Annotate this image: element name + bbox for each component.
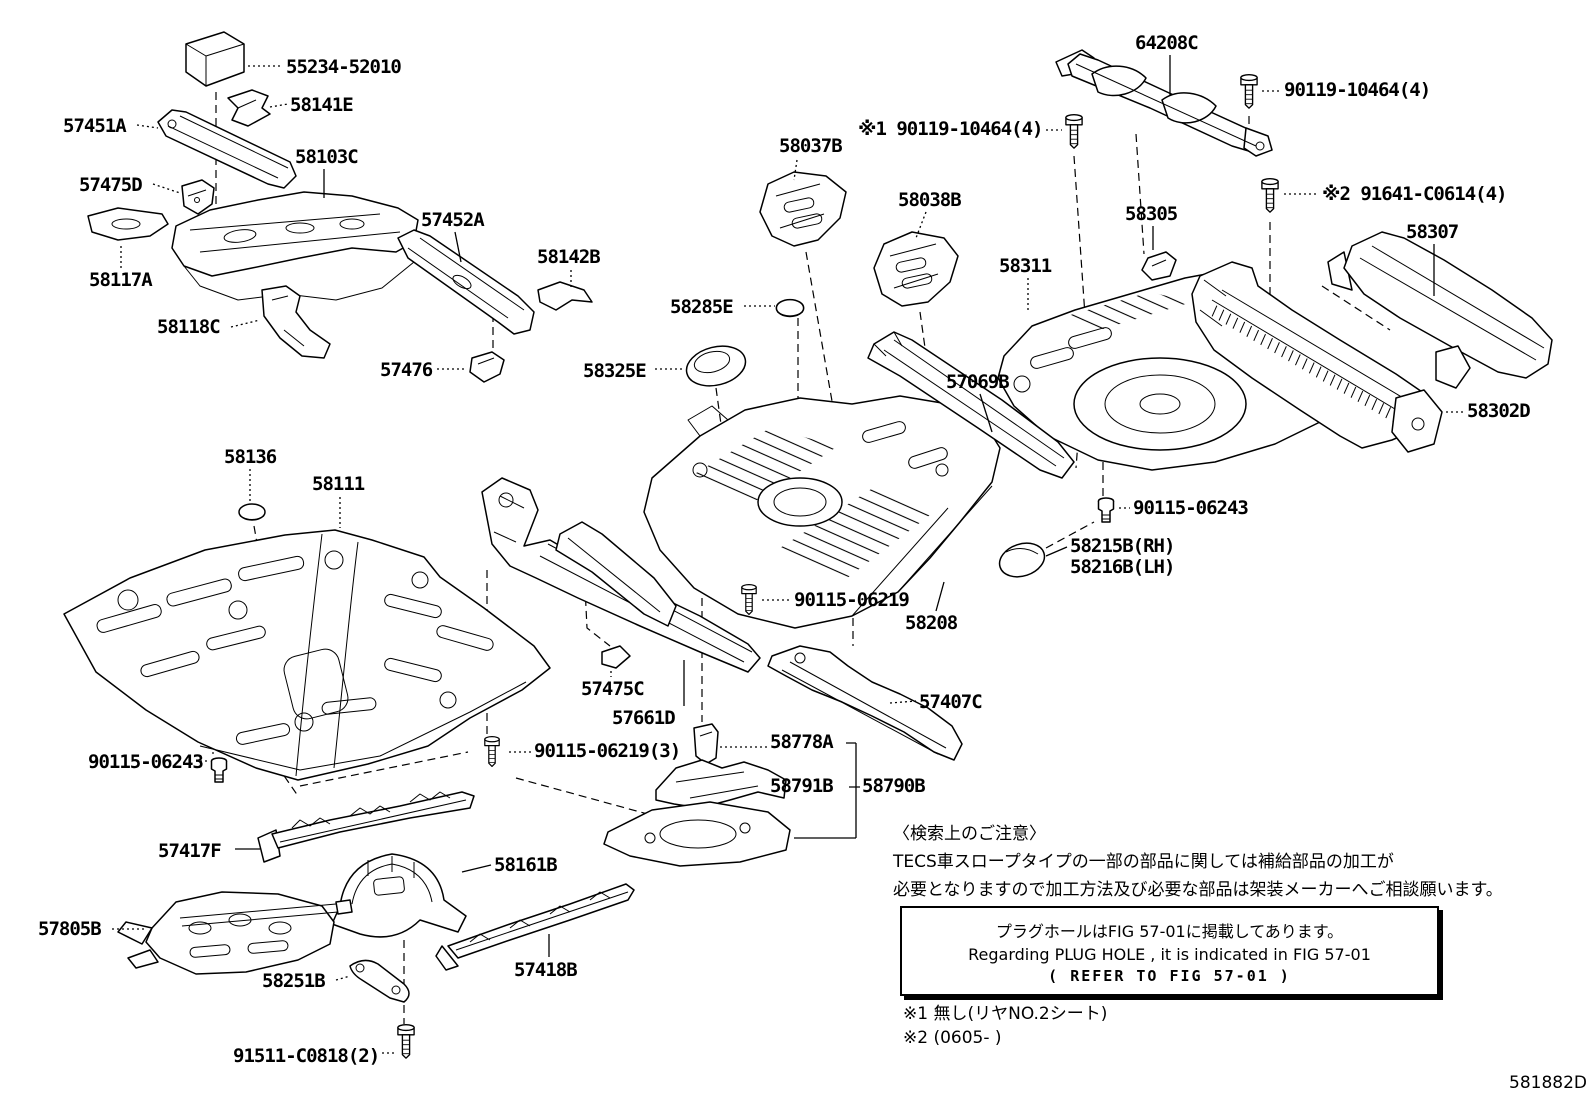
part-label-90119-10464-front[interactable]: ※1 90119-10464(4) xyxy=(858,118,1043,140)
part-58111-shape xyxy=(63,529,551,781)
part-label-57475D[interactable]: 57475D xyxy=(79,174,143,196)
part-58117A-shape xyxy=(87,207,169,241)
part-label-58778A[interactable]: 58778A xyxy=(770,731,834,753)
part-label-90115-06243-left[interactable]: 90115-06243 xyxy=(88,751,204,773)
part-label-57451A[interactable]: 57451A xyxy=(63,115,127,137)
part-58118C-shape xyxy=(261,285,331,359)
bolt-91511-C0818-icon xyxy=(397,1024,415,1059)
part-58141E-shape xyxy=(227,89,271,127)
part-label-58790B[interactable]: 58790B xyxy=(862,775,926,797)
part-58285E-shape xyxy=(775,298,805,318)
part-64208C-shape xyxy=(1055,49,1273,157)
part-58038B-shape xyxy=(873,231,959,307)
part-58791B-shape xyxy=(655,759,787,809)
part-57476-shape xyxy=(469,351,505,383)
part-label-57069B[interactable]: 57069B xyxy=(946,371,1010,393)
part-57475C-shape xyxy=(601,645,631,669)
clip-90115-06243-right-icon xyxy=(1097,497,1115,523)
part-label-57476[interactable]: 57476 xyxy=(380,359,433,381)
footnote-1: ※1 無し(リヤNO.2シート) xyxy=(903,1004,1108,1024)
leader-lines xyxy=(112,55,1464,1054)
part-label-58251B[interactable]: 58251B xyxy=(262,970,326,992)
plug-hole-note-jp: プラグホールはFIG 57-01に掲載してあります。 xyxy=(995,921,1344,941)
part-label-58142B[interactable]: 58142B xyxy=(537,246,601,268)
part-55234-52010-shape xyxy=(185,31,245,87)
part-57451A-shape xyxy=(157,109,297,189)
note-search-caution-line2: 必要となりますので加工方法及び必要な部品は架装メーカーへご相談願います。 xyxy=(893,880,1503,900)
part-label-57452A[interactable]: 57452A xyxy=(421,209,485,231)
part-label-64208C[interactable]: 64208C xyxy=(1135,32,1199,54)
part-label-58161B[interactable]: 58161B xyxy=(494,854,558,876)
bolt-90119-10464-rear-icon xyxy=(1240,74,1258,109)
part-label-58325E[interactable]: 58325E xyxy=(583,360,647,382)
part-57475D-shape xyxy=(181,179,215,215)
part-58302D-shape xyxy=(1191,261,1443,453)
part-58208-shape xyxy=(643,395,1001,629)
footnote-2: ※2 (0605- ) xyxy=(903,1028,1002,1048)
part-label-58117A[interactable]: 58117A xyxy=(89,269,153,291)
bolt-90119-10464-front-icon xyxy=(1065,114,1083,149)
figure-code: 581882D xyxy=(1509,1073,1587,1093)
part-58136-shape xyxy=(238,503,266,521)
part-label-58307[interactable]: 58307 xyxy=(1406,221,1459,243)
plug-hole-note-ref: ( REFER TO FIG 57-01 ) xyxy=(1048,966,1291,985)
part-57417F-shape xyxy=(257,791,475,863)
part-label-58111[interactable]: 58111 xyxy=(312,473,365,495)
part-label-58037B[interactable]: 58037B xyxy=(779,135,843,157)
part-label-57407C[interactable]: 57407C xyxy=(919,691,983,713)
part-label-58141E[interactable]: 58141E xyxy=(290,94,354,116)
part-57418B-shape xyxy=(435,883,635,971)
part-58037B-shape xyxy=(759,171,847,247)
part-label-58208[interactable]: 58208 xyxy=(905,612,958,634)
part-label-57417F[interactable]: 57417F xyxy=(158,840,222,862)
part-58325E-shape xyxy=(685,345,747,387)
part-58307-shape xyxy=(1327,231,1553,389)
part-57452A-shape xyxy=(397,229,535,335)
bolt-91641-C0614-icon xyxy=(1261,178,1279,213)
part-label-58216B-lh[interactable]: 58216B(LH) xyxy=(1070,556,1175,578)
part-label-91511-C0818[interactable]: 91511-C0818(2) xyxy=(233,1045,380,1067)
part-58161B-shape xyxy=(331,853,467,938)
part-57407C-shape xyxy=(767,645,963,761)
bolt-90115-06219-3-icon xyxy=(484,736,500,768)
part-label-57805B[interactable]: 57805B xyxy=(38,918,102,940)
part-label-90119-10464-rear[interactable]: 90119-10464(4) xyxy=(1284,79,1431,101)
part-label-58311[interactable]: 58311 xyxy=(999,255,1052,277)
part-label-58791B[interactable]: 58791B xyxy=(770,775,834,797)
part-58251B-shape xyxy=(349,959,410,1003)
part-58790B-shape xyxy=(603,801,791,867)
part-58215B-plug-shape xyxy=(998,542,1046,578)
part-58778A-shape xyxy=(693,723,719,765)
part-58305-shape xyxy=(1141,251,1177,281)
part-57661D-shape xyxy=(481,477,761,673)
part-label-58305[interactable]: 58305 xyxy=(1125,203,1178,225)
part-label-58103C[interactable]: 58103C xyxy=(295,146,359,168)
part-label-90115-06219[interactable]: 90115-06219 xyxy=(794,589,910,611)
part-label-91641-C0614[interactable]: ※2 91641-C0614(4) xyxy=(1322,183,1507,205)
part-label-58285E[interactable]: 58285E xyxy=(670,296,734,318)
part-label-57661D[interactable]: 57661D xyxy=(612,707,676,729)
part-57069B-shape xyxy=(867,331,1075,479)
part-58142B-shape xyxy=(537,281,593,311)
part-label-90115-06219-3[interactable]: 90115-06219(3) xyxy=(534,740,681,762)
part-label-58215B-rh[interactable]: 58215B(RH) xyxy=(1070,535,1175,557)
part-label-58302D[interactable]: 58302D xyxy=(1467,400,1531,422)
part-label-58038B[interactable]: 58038B xyxy=(898,189,962,211)
note-search-caution-line1: TECS車スロープタイプの一部の部品に関しては補給部品の加工が xyxy=(893,852,1394,872)
plug-hole-note-box: プラグホールはFIG 57-01に掲載してあります。 Regarding PLU… xyxy=(900,906,1439,996)
part-label-55234-52010[interactable]: 55234-52010 xyxy=(286,56,402,78)
part-rear-side-member-lh-shape xyxy=(555,521,677,627)
plug-hole-note-en: Regarding PLUG HOLE , it is indicated in… xyxy=(968,944,1371,964)
part-57805B-shape xyxy=(117,891,353,975)
part-label-90115-06243-right[interactable]: 90115-06243 xyxy=(1133,497,1249,519)
clip-90115-06243-left-icon xyxy=(210,757,228,783)
part-label-57418B[interactable]: 57418B xyxy=(514,959,578,981)
note-search-caution-title: 〈検索上のご注意〉 xyxy=(893,824,1046,844)
part-label-58118C[interactable]: 58118C xyxy=(157,316,221,338)
part-58103C-shape xyxy=(171,191,419,301)
part-label-58136[interactable]: 58136 xyxy=(224,446,277,468)
part-label-57475C[interactable]: 57475C xyxy=(581,678,645,700)
